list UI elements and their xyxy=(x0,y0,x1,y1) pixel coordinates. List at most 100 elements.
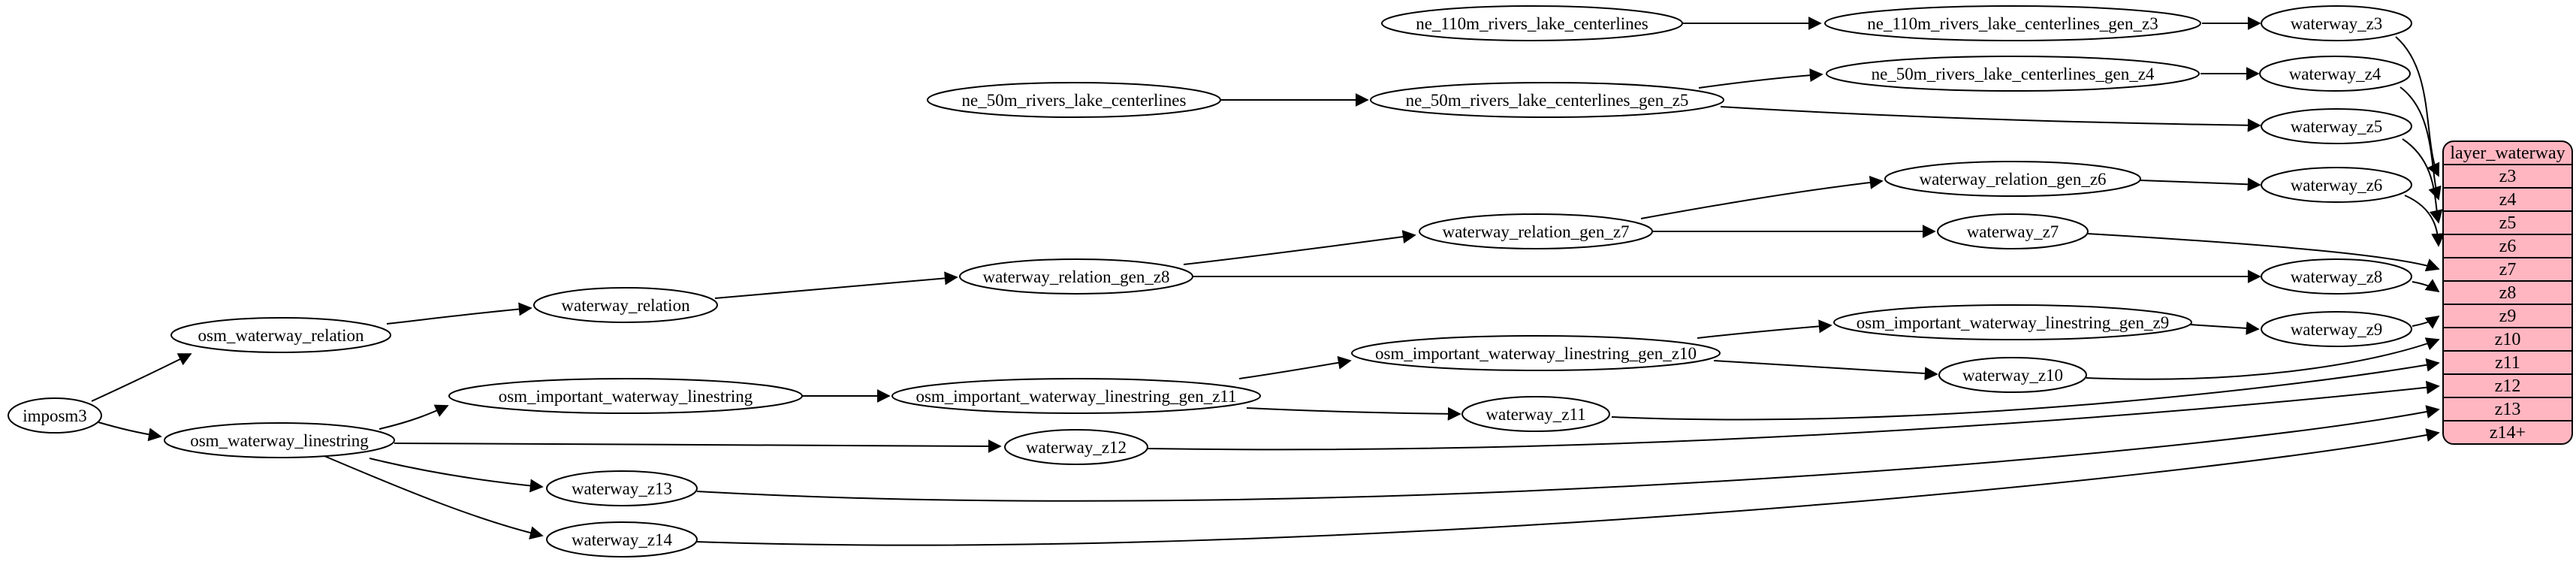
edge-waterway_z3-to-row-z3 xyxy=(2395,36,2440,177)
node-ne_110m_rivers_lake_centerlines_gen_z3: ne_110m_rivers_lake_centerlines_gen_z3 xyxy=(1824,5,2201,41)
svg-text:waterway_z11: waterway_z11 xyxy=(1486,405,1585,424)
node-osm_important_waterway_linestring: osm_important_waterway_linestring xyxy=(448,378,803,414)
svg-text:osm_waterway_linestring: osm_waterway_linestring xyxy=(190,431,369,450)
svg-text:osm_waterway_relation: osm_waterway_relation xyxy=(198,326,364,345)
table-row-z8: z8 xyxy=(2499,283,2517,303)
svg-text:waterway_z6: waterway_z6 xyxy=(2291,176,2383,195)
node-ne_110m_rivers_lake_centerlines: ne_110m_rivers_lake_centerlines xyxy=(1381,5,1683,41)
edge-waterway_relation_gen_z7-to-waterway_relation_gen_z6 xyxy=(1640,175,1884,219)
edge-waterway_z11-to-row-z11 xyxy=(1611,358,2440,421)
node-ne_50m_rivers_lake_centerlines: ne_50m_rivers_lake_centerlines xyxy=(927,82,1221,118)
svg-text:ne_50m_rivers_lake_centerlines: ne_50m_rivers_lake_centerlines xyxy=(962,91,1187,110)
node-waterway_z9: waterway_z9 xyxy=(2261,311,2412,347)
svg-text:ne_110m_rivers_lake_centerline: ne_110m_rivers_lake_centerlines xyxy=(1416,14,1648,33)
edge-gen_z11-to-waterway_z11 xyxy=(1246,406,1461,421)
node-waterway_relation_gen_z8: waterway_relation_gen_z8 xyxy=(959,258,1193,295)
edge-waterway_z10-to-row-z10 xyxy=(2086,337,2440,380)
edge-layer xyxy=(91,17,2445,546)
svg-text:osm_important_waterway_linestr: osm_important_waterway_linestring xyxy=(499,387,753,406)
edge-waterway_z9-to-row-z9 xyxy=(2412,315,2440,329)
svg-text:waterway_z4: waterway_z4 xyxy=(2289,65,2381,83)
node-waterway_z10: waterway_z10 xyxy=(1938,357,2087,393)
node-waterway_z6: waterway_z6 xyxy=(2261,167,2412,203)
node-waterway_z13: waterway_z13 xyxy=(546,470,698,506)
edge-waterway_relation_gen_z8-to-waterway_relation_gen_z7 xyxy=(1183,230,1416,265)
edge-ne_50m_gen_z5-to-ne_50m_gen_z4 xyxy=(1698,68,1823,89)
svg-text:ne_110m_rivers_lake_centerline: ne_110m_rivers_lake_centerlines_gen_z3 xyxy=(1867,14,2158,33)
svg-text:waterway_z10: waterway_z10 xyxy=(1962,366,2063,385)
table-layer-waterway: layer_waterway z3 z4 z5 z6 z7 z8 z9 z10 … xyxy=(2442,140,2573,445)
node-waterway_z14: waterway_z14 xyxy=(546,521,698,557)
svg-text:osm_important_waterway_linestr: osm_important_waterway_linestring_gen_z1… xyxy=(915,387,1236,406)
edge-waterway_z4-to-row-z4 xyxy=(2400,86,2442,201)
node-waterway_z5: waterway_z5 xyxy=(2261,108,2412,144)
edge-osm_waterway_linestring-to-waterway_z13 xyxy=(369,458,544,493)
svg-text:waterway_z13: waterway_z13 xyxy=(572,479,672,498)
table-row-z4: z4 xyxy=(2499,190,2517,210)
table-row-z6: z6 xyxy=(2499,237,2517,256)
edge-waterway_z13-to-row-z13 xyxy=(696,405,2440,502)
table-row-z5: z5 xyxy=(2499,213,2517,233)
edge-osm_waterway_relation-to-waterway_relation xyxy=(386,302,532,325)
node-osm_important_waterway_linestring_gen_z11: osm_important_waterway_linestring_gen_z1… xyxy=(891,378,1261,414)
edge-waterway_z6-to-row-z6 xyxy=(2404,195,2445,247)
table-row-z9: z9 xyxy=(2499,307,2517,326)
edge-ne_50m_gen_z5-to-waterway_z5 xyxy=(1720,106,2261,132)
table-background xyxy=(2442,140,2573,445)
node-ne_50m_rivers_lake_centerlines_gen_z5: ne_50m_rivers_lake_centerlines_gen_z5 xyxy=(1370,82,1724,118)
svg-text:imposm3: imposm3 xyxy=(23,406,87,425)
edge-waterway_z7-to-row-z7 xyxy=(2087,233,2440,272)
node-waterway_z8: waterway_z8 xyxy=(2261,258,2412,295)
table-row-z14: z14+ xyxy=(2490,423,2526,443)
node-waterway_z7: waterway_z7 xyxy=(1937,213,2089,249)
node-osm_waterway_relation: osm_waterway_relation xyxy=(170,317,391,353)
svg-text:ne_50m_rivers_lake_centerlines: ne_50m_rivers_lake_centerlines_gen_z5 xyxy=(1406,91,1689,110)
edge-waterway_z5-to-row-z5 xyxy=(2402,138,2443,224)
edge-imposm3-to-osm_waterway_relation xyxy=(91,353,192,402)
edge-gen_z10-to-gen_z9 xyxy=(1697,319,1832,339)
node-waterway_relation: waterway_relation xyxy=(533,287,718,323)
edge-osm_waterway_linestring-to-waterway_z12 xyxy=(394,439,1002,453)
edge-gen_z11-to-gen_z10 xyxy=(1238,355,1352,379)
edge-waterway_z14-to-row-z14 xyxy=(695,428,2440,546)
svg-text:waterway_relation_gen_z7: waterway_relation_gen_z7 xyxy=(1442,222,1629,241)
table-row-z11: z11 xyxy=(2495,353,2520,373)
edge-waterway_z8-to-row-z8 xyxy=(2412,279,2440,293)
table-title: layer_waterway xyxy=(2450,144,2565,163)
node-osm_waterway_linestring: osm_waterway_linestring xyxy=(164,422,395,458)
svg-text:waterway_z12: waterway_z12 xyxy=(1026,438,1127,457)
node-waterway_relation_gen_z7: waterway_relation_gen_z7 xyxy=(1419,213,1653,249)
svg-text:osm_important_waterway_linestr: osm_important_waterway_linestring_gen_z1… xyxy=(1375,344,1697,363)
node-waterway_z12: waterway_z12 xyxy=(1004,429,1148,465)
edge-osm_waterway_linestring-to-waterway_z14 xyxy=(324,455,544,539)
svg-text:waterway_z14: waterway_z14 xyxy=(572,530,673,549)
table-row-z7: z7 xyxy=(2499,260,2517,279)
node-waterway_relation_gen_z6: waterway_relation_gen_z6 xyxy=(1884,161,2141,197)
svg-text:waterway_relation_gen_z6: waterway_relation_gen_z6 xyxy=(1919,170,2106,189)
svg-text:waterway_relation: waterway_relation xyxy=(561,296,690,315)
svg-text:waterway_relation_gen_z8: waterway_relation_gen_z8 xyxy=(982,267,1169,286)
edge-osm_waterway_linestring-to-osm_important_waterway_linestring xyxy=(379,404,449,430)
edge-gen_z9-to-waterway_z9 xyxy=(2189,321,2260,335)
table-row-z12: z12 xyxy=(2495,376,2521,396)
svg-text:waterway_z5: waterway_z5 xyxy=(2291,117,2383,136)
edge-waterway_z12-to-row-z12 xyxy=(1147,380,2440,451)
svg-text:waterway_z8: waterway_z8 xyxy=(2291,267,2383,286)
svg-text:waterway_z3: waterway_z3 xyxy=(2291,14,2383,33)
node-osm_important_waterway_linestring_gen_z10: osm_important_waterway_linestring_gen_z1… xyxy=(1351,335,1721,371)
svg-text:waterway_z9: waterway_z9 xyxy=(2291,320,2383,339)
svg-text:waterway_z7: waterway_z7 xyxy=(1967,222,2059,241)
table-row-z3: z3 xyxy=(2499,167,2517,186)
node-osm_important_waterway_linestring_gen_z9: osm_important_waterway_linestring_gen_z9 xyxy=(1833,304,2192,340)
edge-waterway_relation-to-waterway_relation_gen_z8 xyxy=(714,271,958,299)
node-waterway_z11: waterway_z11 xyxy=(1461,396,1610,432)
table-row-z13: z13 xyxy=(2495,400,2521,419)
svg-text:osm_important_waterway_linestr: osm_important_waterway_linestring_gen_z9 xyxy=(1857,313,2169,332)
table-row-z10: z10 xyxy=(2495,330,2521,349)
node-waterway_z3: waterway_z3 xyxy=(2261,5,2412,41)
edge-waterway_relation_gen_z6-to-waterway_z6 xyxy=(2140,177,2261,192)
edge-imposm3-to-osm_waterway_linestring xyxy=(98,421,162,442)
node-waterway_z4: waterway_z4 xyxy=(2259,56,2411,92)
svg-text:ne_50m_rivers_lake_centerlines: ne_50m_rivers_lake_centerlines_gen_z4 xyxy=(1872,65,2155,83)
